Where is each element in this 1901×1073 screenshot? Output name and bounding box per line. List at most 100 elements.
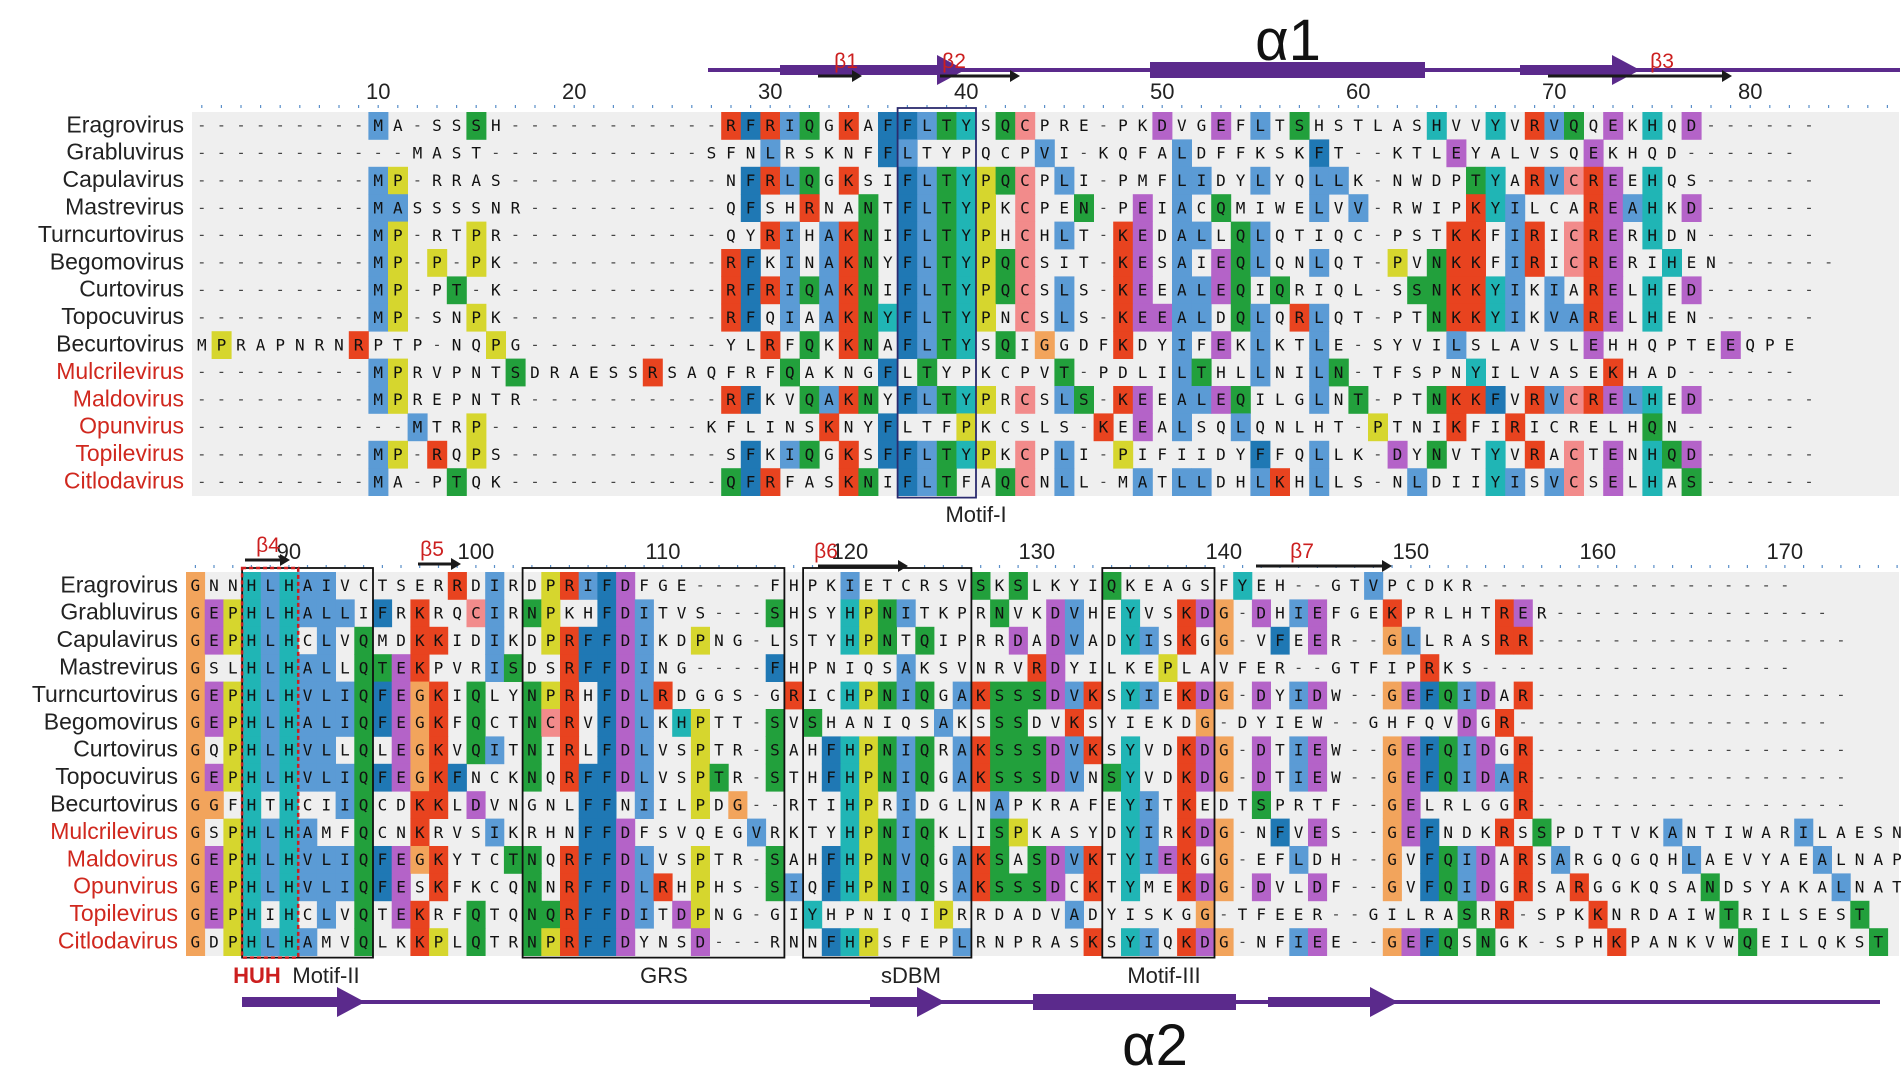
ruler-dot	[1634, 565, 1636, 568]
residue-cell	[840, 572, 860, 600]
residue-letter: S	[413, 198, 423, 217]
residue-letter: A	[1780, 850, 1790, 869]
residue-letter: S	[789, 631, 799, 650]
residue-letter: L	[265, 604, 275, 623]
residue-letter: C	[1020, 253, 1030, 272]
residue-letter: K	[1451, 226, 1461, 245]
residue-letter: L	[452, 795, 462, 814]
residue-cell	[1564, 221, 1584, 250]
gap-mark: -	[1726, 390, 1735, 408]
gap-mark: -	[1575, 576, 1584, 594]
gap-mark: -	[1706, 418, 1715, 436]
residue-letter: S	[1069, 823, 1079, 842]
residue-letter: A	[1647, 363, 1657, 382]
gap-mark: -	[511, 472, 520, 490]
residue-letter: D	[1687, 198, 1697, 217]
residue-letter: K	[1353, 445, 1363, 464]
residue-letter: I	[490, 631, 500, 650]
residue-cell	[298, 654, 318, 682]
ruler-dot	[475, 105, 477, 108]
residue-letter: S	[209, 823, 219, 842]
helix-alpha1-arrow-b-head	[1612, 55, 1640, 85]
residue-letter: K	[1182, 686, 1192, 705]
residue-cell	[1476, 681, 1496, 710]
residue-letter: K	[844, 335, 854, 354]
gap-mark: -	[511, 144, 520, 162]
gap-mark: -	[1631, 713, 1640, 731]
residue-cell	[859, 626, 879, 655]
residue-letter: L	[922, 335, 932, 354]
residue-letter: A	[1817, 850, 1827, 869]
gap-mark: -	[491, 418, 500, 436]
residue-letter: L	[1443, 604, 1453, 623]
residue-cell	[1015, 112, 1036, 140]
residue-letter: F	[746, 308, 756, 327]
virus-name-label: Grabluvirus	[66, 139, 184, 165]
gap-mark: -	[609, 390, 618, 408]
strand-beta2-label: β2	[942, 50, 966, 73]
residue-letter: L	[922, 445, 932, 464]
gap-mark: -	[354, 363, 363, 381]
residue-letter: C	[490, 850, 500, 869]
residue-letter: S	[1462, 932, 1472, 951]
residue-letter: F	[903, 281, 913, 300]
ruler-tick-label: 170	[1766, 539, 1803, 564]
residue-letter: T	[490, 932, 500, 951]
gap-mark: -	[589, 281, 598, 299]
residue-letter: I	[845, 576, 855, 595]
residue-letter: I	[1255, 390, 1265, 409]
residue-letter: I	[1549, 253, 1559, 272]
residue-letter: V	[1443, 713, 1453, 732]
residue-cell	[260, 626, 280, 655]
residue-letter: C	[1001, 418, 1011, 437]
ruler-dot	[1553, 105, 1555, 108]
gap-mark: -	[334, 226, 343, 244]
residue-letter: S	[1412, 226, 1422, 245]
residue-cell	[858, 249, 879, 277]
residue-cell	[1603, 194, 1624, 222]
residue-letter: T	[1079, 226, 1089, 245]
residue-letter: T	[1334, 144, 1344, 163]
residue-letter: D	[920, 795, 930, 814]
residue-letter: P	[471, 445, 481, 464]
residue-cell	[915, 626, 935, 655]
residue-letter: Q	[920, 823, 930, 842]
residue-letter: E	[1200, 795, 1210, 814]
residue-cell	[1172, 194, 1192, 222]
residue-letter: L	[1255, 116, 1265, 135]
residue-letter: E	[396, 768, 406, 787]
gap-mark: -	[1804, 253, 1813, 271]
gap-mark: -	[1649, 768, 1658, 786]
residue-cell	[1309, 194, 1330, 222]
residue-letter: N	[471, 768, 481, 787]
gap-mark: -	[315, 445, 324, 463]
residue-letter: A	[824, 390, 834, 409]
residue-letter: D	[1667, 226, 1677, 245]
residue-letter: F	[1491, 253, 1501, 272]
residue-letter: L	[1373, 116, 1383, 135]
residue-letter: Q	[546, 768, 556, 787]
residue-letter: S	[1412, 281, 1422, 300]
gap-mark: -	[374, 418, 383, 436]
residue-letter: Q	[1118, 144, 1128, 163]
residue-cell	[936, 249, 957, 277]
gap-mark: -	[1350, 905, 1359, 923]
residue-letter: L	[490, 686, 500, 705]
gap-mark: -	[1687, 604, 1696, 622]
gap-mark: -	[696, 658, 705, 676]
residue-letter: R	[726, 253, 736, 272]
residue-letter: S	[995, 878, 1005, 897]
residue-letter: R	[1530, 171, 1540, 190]
residue-letter: H	[284, 658, 294, 677]
gap-mark: -	[707, 308, 716, 326]
gap-mark: -	[1746, 226, 1755, 244]
residue-letter: W	[1331, 768, 1341, 787]
gap-mark: -	[1369, 686, 1378, 704]
gap-mark: -	[1836, 741, 1845, 759]
residue-letter: I	[1059, 253, 1069, 272]
virus-name-label: Capulavirus	[57, 626, 178, 652]
gap-mark: -	[1687, 741, 1696, 759]
gap-mark: -	[668, 171, 677, 189]
residue-letter: L	[1799, 932, 1809, 951]
